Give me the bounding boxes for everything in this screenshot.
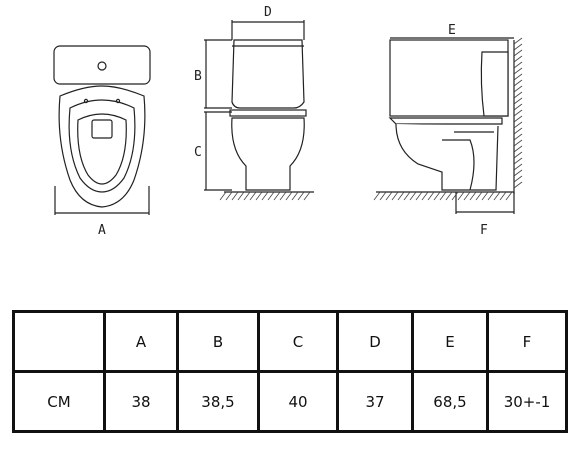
hatch-line [513, 97, 523, 105]
hatch-line [403, 191, 411, 201]
table-cell: F [486, 310, 568, 373]
hatch-line [303, 191, 311, 201]
hatch-line [513, 79, 523, 87]
floor-hatch-front [219, 191, 311, 201]
hatch-line [279, 191, 287, 201]
hatch-line [513, 49, 523, 57]
table-cell: 38,5 [176, 370, 260, 433]
hatch-line [513, 103, 523, 111]
front-view [204, 20, 314, 193]
side-view [376, 37, 515, 214]
hatch-line [439, 191, 447, 201]
hatch-line [297, 191, 305, 201]
hatch-line [421, 191, 429, 201]
table-cell: C [257, 310, 339, 373]
hatch-line [445, 191, 453, 201]
hatch-line [499, 191, 507, 201]
floor-hatch-side [373, 191, 513, 201]
table-header-row: A B C D E F [12, 310, 568, 373]
hatch-line [513, 91, 523, 99]
hatch-line [409, 191, 417, 201]
hatch-line [513, 37, 523, 45]
label-f: F [480, 223, 488, 238]
hatch-line [513, 67, 523, 75]
hatch-line [513, 127, 523, 135]
dimension-table: A B C D E F CM 38 38,5 40 37 68,5 30+-1 [12, 310, 568, 433]
hatch-line [451, 191, 459, 201]
hatch-line [397, 191, 405, 201]
hatch-line [513, 181, 523, 189]
hatch-line [463, 191, 471, 201]
label-d: D [264, 5, 272, 20]
hatch-line [513, 43, 523, 51]
hatch-line [513, 151, 523, 159]
table-cell: B [176, 310, 260, 373]
hatch-line [513, 85, 523, 93]
table-cell: 40 [257, 370, 339, 433]
hatch-line [513, 157, 523, 165]
hatch-line [291, 191, 299, 201]
hatch-line [373, 191, 381, 201]
table-cell: 30+-1 [486, 370, 568, 433]
hatch-line [427, 191, 435, 201]
hatch-line [513, 169, 523, 177]
hatch-line [505, 191, 513, 201]
wall-hatch [513, 37, 523, 189]
hatch-line [469, 191, 477, 201]
hatch-line [513, 175, 523, 183]
hatch-line [415, 191, 423, 201]
hatch-line [249, 191, 257, 201]
hatch-line [261, 191, 269, 201]
hatch-line [225, 191, 233, 201]
hatch-line [513, 139, 523, 147]
table-cell: CM [12, 370, 106, 433]
table-cell [12, 310, 106, 373]
hatch-line [385, 191, 393, 201]
table-cell: A [103, 310, 179, 373]
hatch-line [513, 145, 523, 153]
table-cell: 38 [103, 370, 179, 433]
label-a: A [98, 223, 106, 238]
hatch-line [513, 133, 523, 141]
top-view [53, 45, 151, 215]
label-e: E [448, 23, 456, 38]
hatch-line [391, 191, 399, 201]
table-cell: 68,5 [411, 370, 489, 433]
hatch-line [481, 191, 489, 201]
hatch-line [237, 191, 245, 201]
hatch-line [219, 191, 227, 201]
hatch-line [487, 191, 495, 201]
hatch-line [513, 61, 523, 69]
hatch-line [513, 109, 523, 117]
hatch-line [243, 191, 251, 201]
hatch-line [493, 191, 501, 201]
table-cell: 37 [336, 370, 414, 433]
hatch-line [457, 191, 465, 201]
hatch-line [513, 73, 523, 81]
hatch-line [475, 191, 483, 201]
hatch-line [273, 191, 281, 201]
hatch-line [433, 191, 441, 201]
table-cell: D [336, 310, 414, 373]
label-c: C [194, 145, 202, 160]
label-b: B [194, 69, 202, 84]
table-row: CM 38 38,5 40 37 68,5 30+-1 [12, 370, 568, 433]
hatch-line [231, 191, 239, 201]
toilet-dimension-drawing: A B C D E F [53, 5, 523, 238]
hatch-line [513, 121, 523, 129]
hatch-line [267, 191, 275, 201]
hatch-line [513, 115, 523, 123]
hatch-line [379, 191, 387, 201]
hatch-line [513, 55, 523, 63]
hatch-line [255, 191, 263, 201]
table-cell: E [411, 310, 489, 373]
hatch-line [513, 163, 523, 171]
hatch-line [285, 191, 293, 201]
